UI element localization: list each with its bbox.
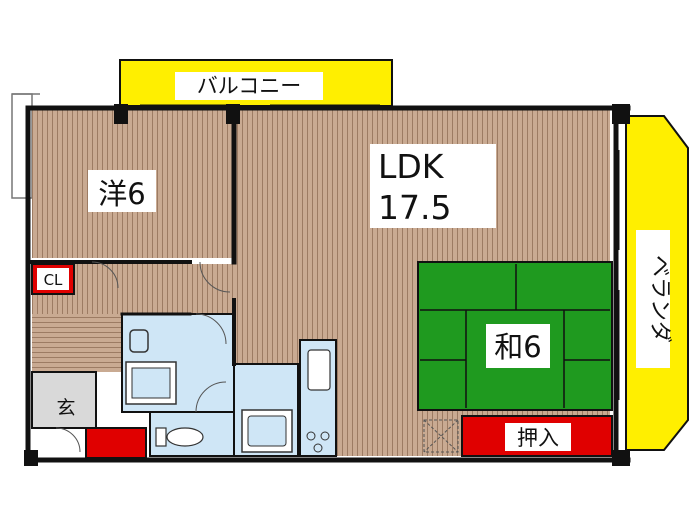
japanese-room: 和6 — [417, 261, 613, 411]
washroom — [121, 313, 235, 413]
oshiire-label: 押入 — [517, 426, 559, 450]
kitchen-counter — [299, 339, 337, 457]
bathroom — [233, 363, 299, 457]
svg-text:LDK: LDK — [378, 147, 445, 186]
floor-hatch — [423, 419, 459, 453]
closet-cl: CL — [31, 263, 75, 295]
veranda-label: ベランダ — [647, 255, 672, 343]
ldk-label: LDK 17.5 — [370, 144, 496, 228]
western-room-label: 洋6 — [88, 170, 156, 212]
entrance-label: 玄 — [56, 397, 75, 419]
closet-label: CL — [44, 271, 63, 289]
hallway-lower — [32, 314, 122, 372]
balcony: バルコニー — [119, 59, 393, 107]
svg-text:洋6: 洋6 — [98, 177, 145, 211]
balcony-label: バルコニー — [197, 74, 302, 98]
ldk-size: 17.5 — [378, 188, 451, 227]
structural-columns — [24, 104, 630, 466]
toilet-room — [149, 411, 235, 457]
japanese-room-label: 和6 — [494, 330, 541, 364]
windows — [140, 104, 620, 400]
door-swings — [91, 261, 231, 413]
entrance: 玄 — [31, 371, 147, 459]
veranda: ベランダ — [625, 115, 689, 451]
oshiire-closet: 押入 — [461, 415, 613, 457]
